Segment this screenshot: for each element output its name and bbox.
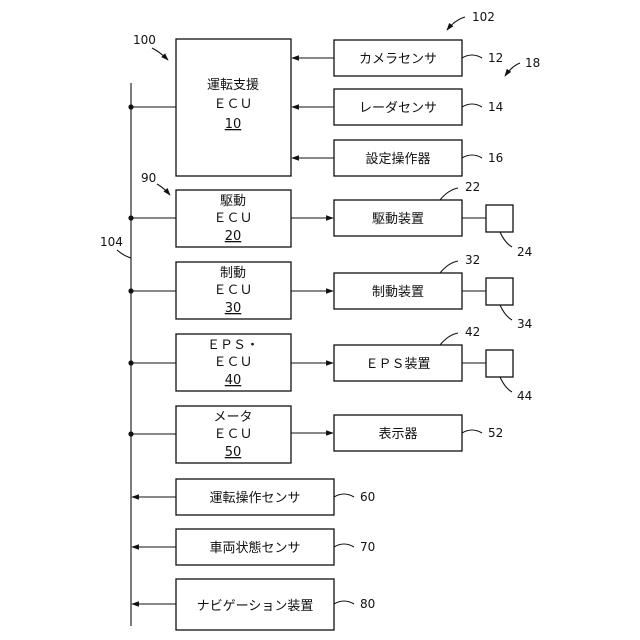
ref-32: 32: [465, 253, 480, 267]
drive-ecu-line2: ＥＣＵ: [213, 211, 252, 226]
brake-ecu-line2: ＥＣＵ: [213, 283, 252, 298]
leader-104: [117, 250, 131, 258]
meter-ecu-block: メータ ＥＣＵ 50: [176, 406, 291, 463]
brake-device-label: 制動装置: [372, 285, 424, 300]
leader-100: [152, 48, 168, 60]
leader-80: [334, 601, 354, 604]
setting-device-label: 設定操作器: [365, 151, 430, 167]
leader-16: [462, 155, 482, 158]
brake-ecu-block: 制動 ＥＣＵ 30: [176, 262, 291, 319]
radar-sensor-label: レーダセンサ: [359, 101, 437, 116]
ref-22: 22: [465, 180, 480, 194]
driving-sensor-block: 運転操作センサ: [176, 479, 334, 515]
bus-node-adas: [128, 104, 133, 109]
eps-device-block: ＥＰＳ装置: [334, 345, 462, 381]
adas-ecu-line1: 運転支援: [207, 78, 259, 93]
eps-ecu-block: ＥＰＳ・ ＥＣＵ 40: [176, 334, 291, 391]
leader-14: [462, 104, 482, 107]
camera-sensor-block: カメラセンサ: [334, 40, 462, 76]
eps-ecu-ref: 40: [225, 373, 242, 388]
setting-device-block: 設定操作器: [334, 140, 462, 176]
adas-ecu-block: 運転支援 ＥＣＵ 10: [176, 39, 291, 176]
ref-70: 70: [360, 540, 375, 554]
leader-34: [500, 305, 512, 320]
ref-34: 34: [517, 317, 532, 331]
bus-node-drive: [128, 215, 133, 220]
vehicle-sensor-label: 車両状態センサ: [209, 540, 300, 556]
leader-32: [440, 261, 458, 273]
leader-70: [334, 544, 354, 547]
radar-sensor-block: レーダセンサ: [334, 89, 462, 125]
navigation-label: ナビゲーション装置: [197, 599, 314, 614]
actuator-box-44: [486, 350, 513, 377]
meter-ecu-line2: ＥＣＵ: [213, 427, 252, 442]
ref-52: 52: [488, 426, 503, 440]
ref-102: 102: [472, 10, 495, 24]
bus-node-meter: [128, 431, 133, 436]
ref-104: 104: [100, 235, 123, 249]
leader-60: [334, 494, 354, 497]
display-block: 表示器: [334, 415, 462, 451]
adas-ecu-ref: 10: [225, 117, 242, 132]
leader-12: [462, 55, 482, 58]
ref-12: 12: [488, 51, 503, 65]
vehicle-sensor-block: 車両状態センサ: [176, 529, 334, 565]
drive-ecu-ref: 20: [225, 229, 242, 244]
actuator-box-34: [486, 278, 513, 305]
actuator-box-24: [486, 205, 513, 232]
driving-sensor-label: 運転操作センサ: [209, 490, 300, 506]
drive-device-block: 駆動装置: [334, 200, 462, 236]
ref-18: 18: [525, 56, 540, 70]
leader-18: [505, 63, 520, 76]
ref-44: 44: [517, 389, 532, 403]
ref-16: 16: [488, 151, 503, 165]
camera-sensor-label: カメラセンサ: [359, 52, 437, 67]
eps-ecu-line1: ＥＰＳ・: [207, 338, 259, 353]
adas-ecu-line2: ＥＣＵ: [213, 97, 252, 112]
bus-node-eps: [128, 360, 133, 365]
ref-24: 24: [517, 245, 532, 259]
eps-ecu-line2: ＥＣＵ: [213, 355, 252, 370]
leader-90: [157, 184, 170, 195]
ref-14: 14: [488, 100, 503, 114]
meter-ecu-line1: メータ: [213, 410, 252, 425]
drive-device-label: 駆動装置: [372, 212, 424, 227]
ref-90: 90: [141, 171, 156, 185]
drive-ecu-line1: 駆動: [220, 194, 246, 209]
leader-102: [447, 17, 465, 30]
leader-22: [440, 188, 458, 200]
ref-80: 80: [360, 597, 375, 611]
leader-52: [462, 430, 482, 433]
ref-100: 100: [133, 33, 156, 47]
drive-ecu-block: 駆動 ＥＣＵ 20: [176, 190, 291, 247]
display-label: 表示器: [378, 427, 417, 442]
brake-ecu-line1: 制動: [220, 266, 246, 281]
leader-44: [500, 377, 512, 392]
eps-device-label: ＥＰＳ装置: [365, 357, 430, 372]
ref-42: 42: [465, 325, 480, 339]
bus-node-brake: [128, 288, 133, 293]
meter-ecu-ref: 50: [225, 445, 242, 460]
brake-ecu-ref: 30: [225, 301, 242, 316]
leader-42: [440, 333, 458, 345]
ref-60: 60: [360, 490, 375, 504]
leader-24: [500, 232, 512, 247]
navigation-block: ナビゲーション装置: [176, 579, 334, 630]
brake-device-block: 制動装置: [334, 273, 462, 309]
